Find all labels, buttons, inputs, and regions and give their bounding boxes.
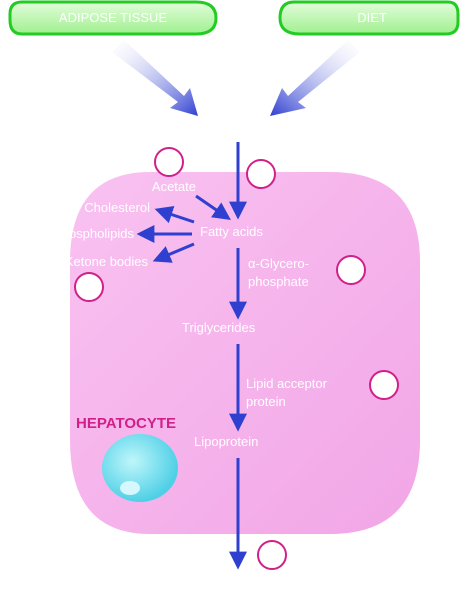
label-triglycerides: Triglycerides: [182, 320, 256, 335]
arrow-fatty-acids-to-ketone-bodies: [152, 242, 195, 263]
label-fatty-acids: Fatty acids: [200, 224, 263, 239]
arrow-acetate-to-fatty-acids: [195, 194, 231, 221]
arrow-fatty-acids-to-cholesterol: [154, 206, 195, 224]
diet-label: DIET: [357, 10, 387, 25]
empty-circle-icon: [246, 159, 276, 189]
hepatocyte-label: HEPATOCYTE: [76, 415, 176, 432]
nucleus-icon: [102, 434, 178, 502]
label-phospholipids: Phospholipids: [53, 226, 134, 241]
adipose-tissue-pill: ADIPOSE TISSUE: [8, 0, 218, 36]
label-ketone-bodies: Ketone bodies: [65, 254, 149, 269]
diet-pill: DIET: [278, 0, 460, 36]
adipose-inflow-arrow: [112, 40, 198, 116]
empty-circle-icon: [336, 255, 366, 285]
label-glycerophosphate-2: phosphate: [248, 274, 309, 289]
label-lipid-acceptor-1: Lipid acceptor: [246, 376, 328, 391]
label-cholesterol: Cholesterol: [84, 200, 150, 215]
empty-circle-icon: [74, 272, 104, 302]
label-lipoprotein: Lipoprotein: [194, 434, 258, 449]
label-acetate: Acetate: [152, 179, 196, 194]
empty-circle-icon: [154, 147, 184, 177]
label-lipid-acceptor-2: protein: [246, 394, 286, 409]
empty-circle-icon: [257, 540, 287, 570]
empty-circle-icon: [369, 370, 399, 400]
label-glycerophosphate-1: α-Glycero-: [248, 256, 309, 271]
adipose-tissue-label: ADIPOSE TISSUE: [59, 10, 167, 25]
diet-inflow-arrow: [270, 40, 360, 116]
